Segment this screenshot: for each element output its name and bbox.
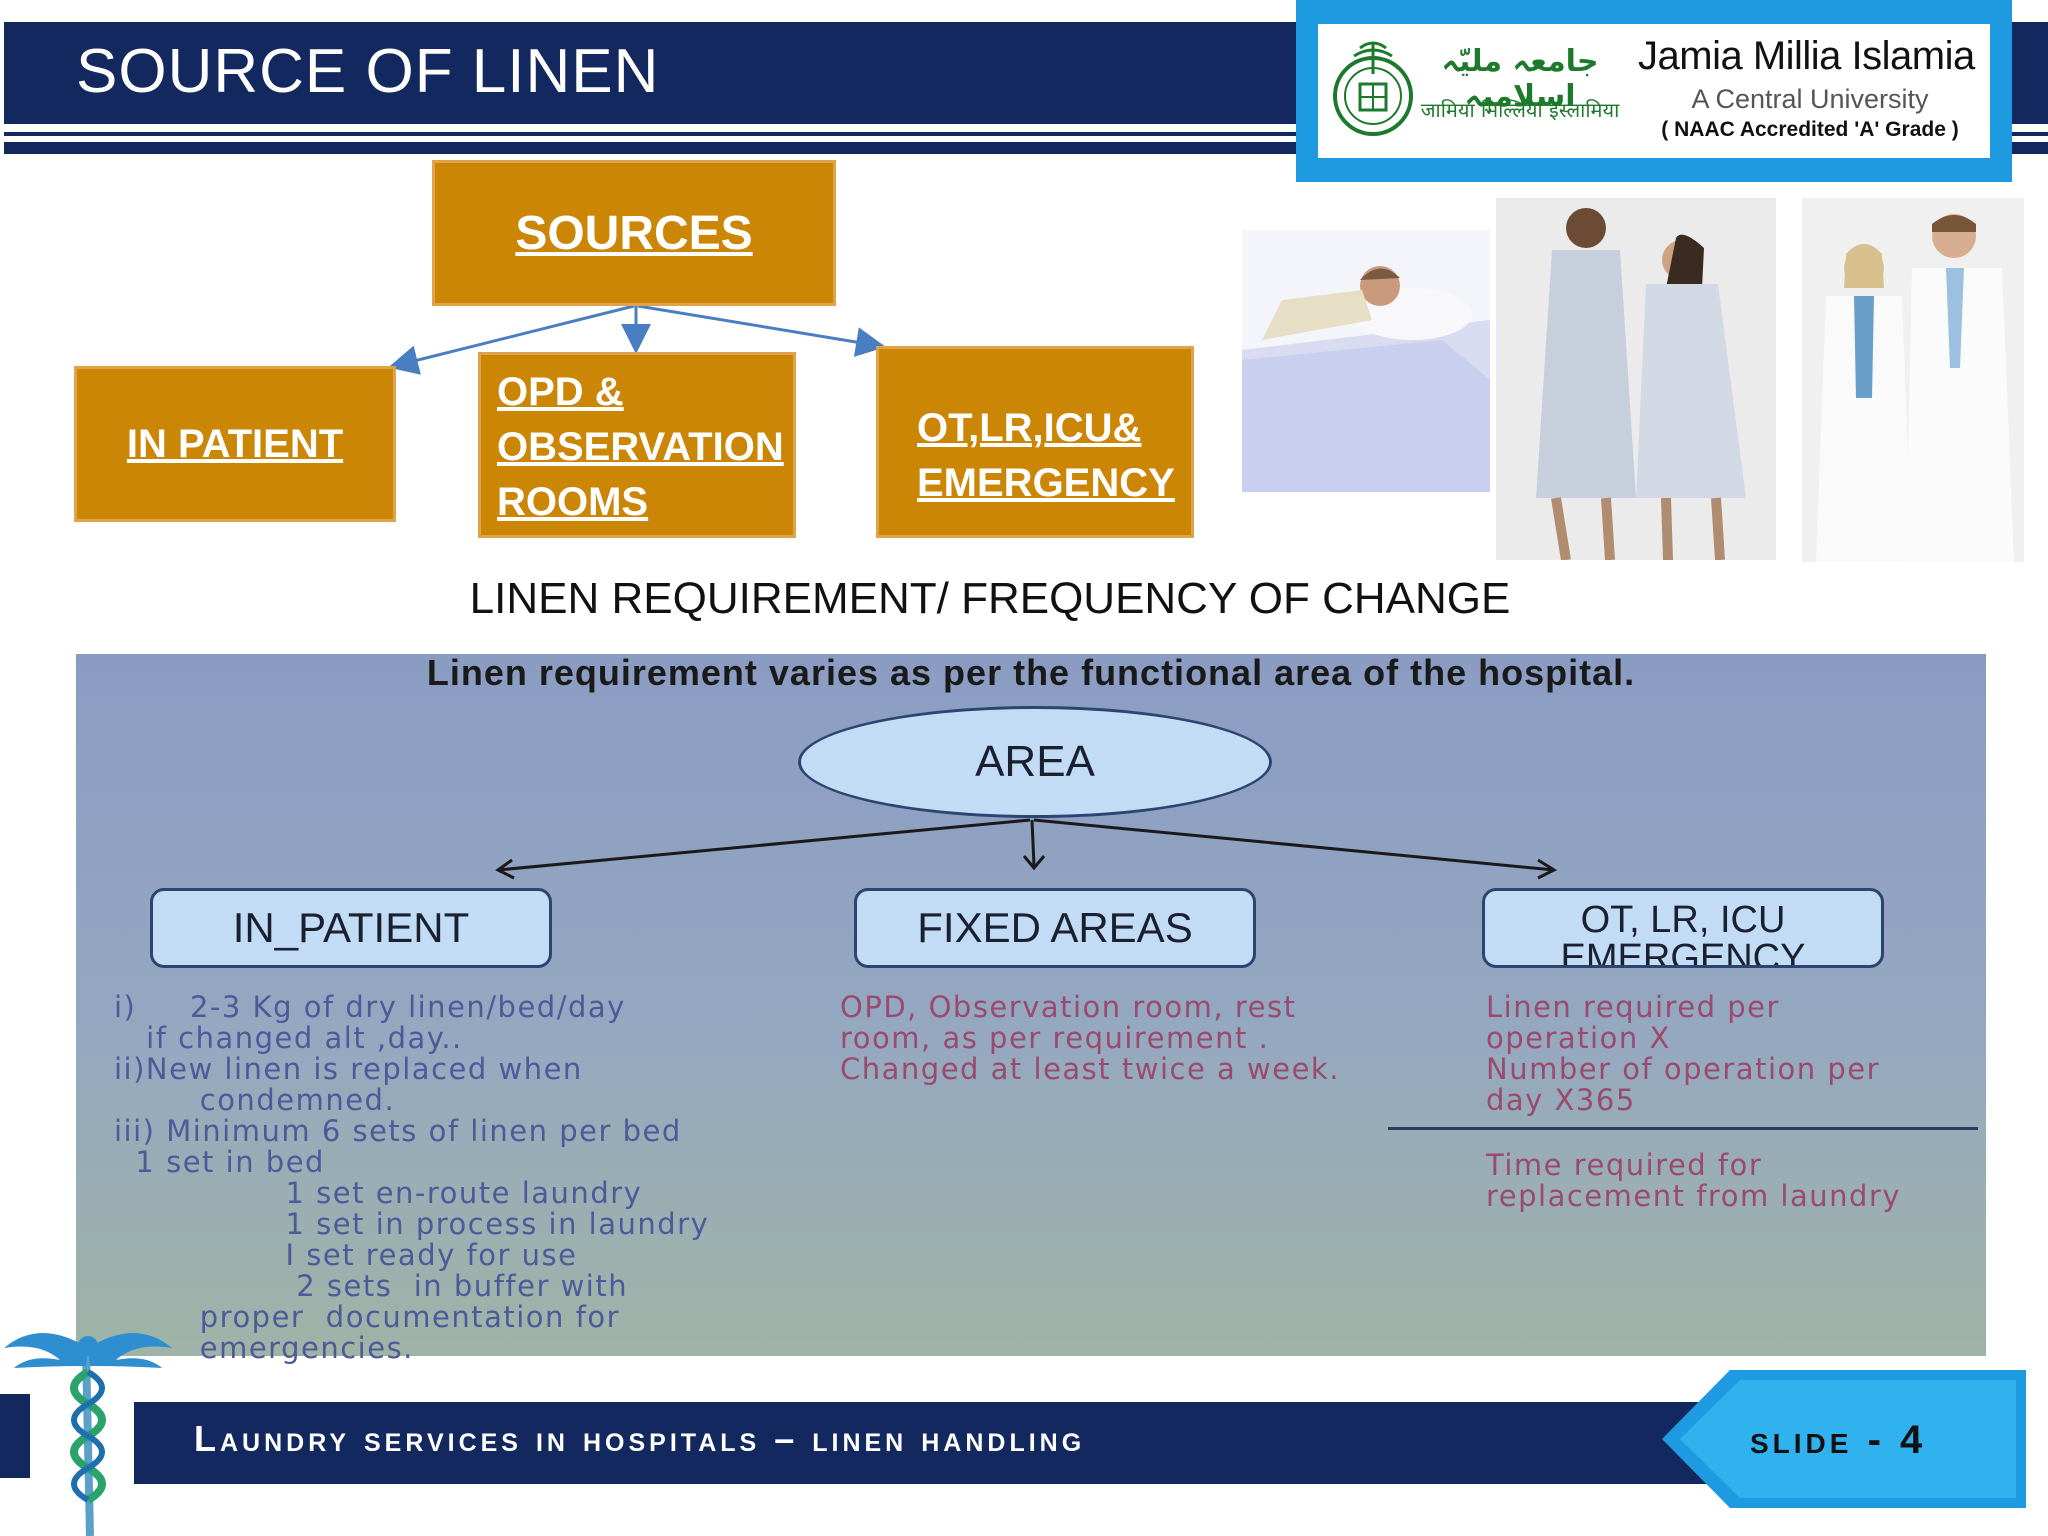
university-grade: ( NAAC Accredited 'A' Grade ) [1661,118,1959,141]
ot-node-label-line2: EMERGENCY [1560,937,1806,968]
ot-box: OT,LR,ICU& EMERGENCY [876,346,1194,538]
ot-formula-numerator: Linen required per operation X Number of… [1486,990,1881,1117]
opd-box: OPD & OBSERVATION ROOMS [478,352,796,538]
in-patient-requirements: i) 2-3 Kg of dry linen/bed/day if change… [114,990,710,1365]
ot-label-line: OT,LR,ICU& [917,406,1142,450]
requirement-heading: LINEN REQUIREMENT/ FREQUENCY OF CHANGE [469,574,1511,623]
ot-node-label-line1: OT, LR, ICU [1580,899,1786,941]
university-seal-icon [1333,41,1413,136]
university-name-urdu: جامعہ ملیّہ اسلامیہ [1441,44,1599,114]
slide-number-tag [1662,1370,2026,1508]
in-patient-box: IN PATIENT [74,366,396,522]
footer-left-block [0,1394,30,1478]
in-patient-node-label: IN_PATIENT [232,904,470,951]
opd-label-line: OBSERVATION [497,425,784,469]
university-name-hindi: जामिया मिल्लिया इस्लामिया [1420,98,1620,122]
university-subtitle: A Central University [1691,84,1929,114]
ot-emergency-node: OT, LR, ICU EMERGENCY [1482,888,1884,968]
ot-formula-divider [1388,1127,1978,1130]
fixed-areas-requirements: OPD, Observation room, rest room, as per… [840,990,1340,1086]
fixed-areas-node-label: FIXED AREAS [917,904,1193,951]
sources-box: SOURCES [432,160,836,306]
slide-number: slide - 4 [1750,1418,1927,1462]
opd-label-line: ROOMS [497,480,649,524]
ot-formula-denominator: Time required for replacement from laund… [1486,1148,1901,1213]
caduceus-icon [4,1333,172,1536]
in-patient-label: IN PATIENT [126,421,344,466]
sources-arrows [388,304,886,375]
opd-label-line: OPD & [497,370,624,414]
in-patient-node: IN_PATIENT [150,888,552,968]
slide-title: SOURCE OF LINEN [76,37,660,106]
fixed-areas-node: FIXED AREAS [854,888,1256,968]
diagram-intro: Linen requirement varies as per the func… [426,652,1636,693]
footer-title: Laundry services in hospitals – linen ha… [194,1418,1086,1459]
patient-in-bed-photo [1242,230,1490,492]
sources-label: SOURCES [515,206,753,260]
university-name: Jamia Millia Islamia [1638,34,1975,78]
doctors-lab-coats-photo [1802,198,2024,562]
ot-label-line: EMERGENCY [917,461,1175,505]
footer-bar [134,1402,1734,1484]
title-underline-thin [4,132,2048,136]
patient-gowns-photo [1496,198,1776,560]
university-logo [1318,24,1990,158]
area-label: AREA [975,737,1095,786]
area-node: AREA [798,706,1272,818]
